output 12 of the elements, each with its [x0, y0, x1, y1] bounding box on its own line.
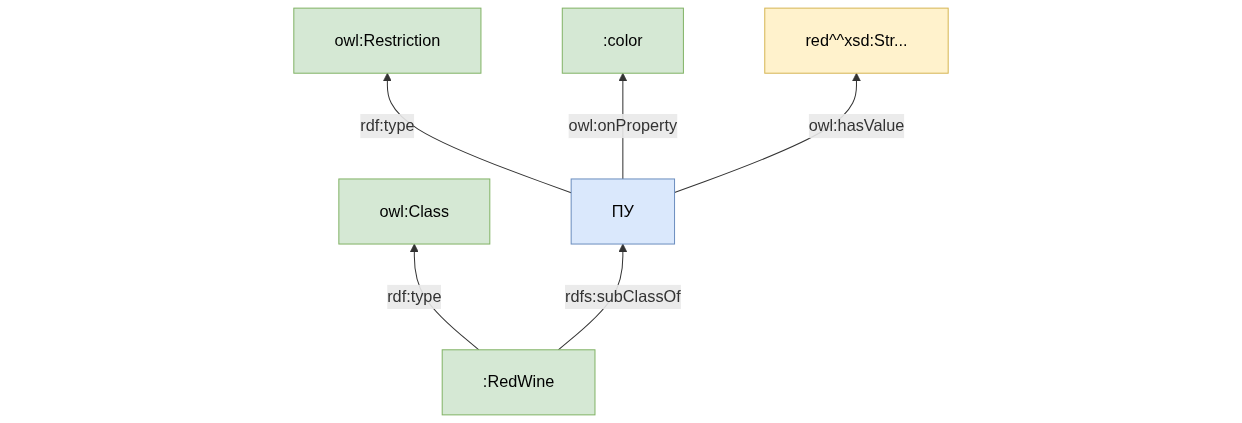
edge-label: rdfs:subClassOf: [564, 287, 681, 306]
edge-label: owl:hasValue: [808, 116, 905, 135]
edge-label: rdf:type: [387, 287, 442, 306]
arrow: [382, 72, 572, 194]
node-box: owl:Restriction: [293, 7, 482, 74]
node-box: owl:Class: [338, 178, 491, 245]
node-box: :RedWine: [441, 349, 596, 416]
node-box: red^^xsd:Str...: [764, 7, 949, 74]
node-box: ПУ: [570, 178, 676, 245]
node-box: :color: [561, 7, 684, 74]
edge-label: owl:onProperty: [568, 116, 678, 135]
edge-label: rdf:type: [360, 116, 415, 135]
